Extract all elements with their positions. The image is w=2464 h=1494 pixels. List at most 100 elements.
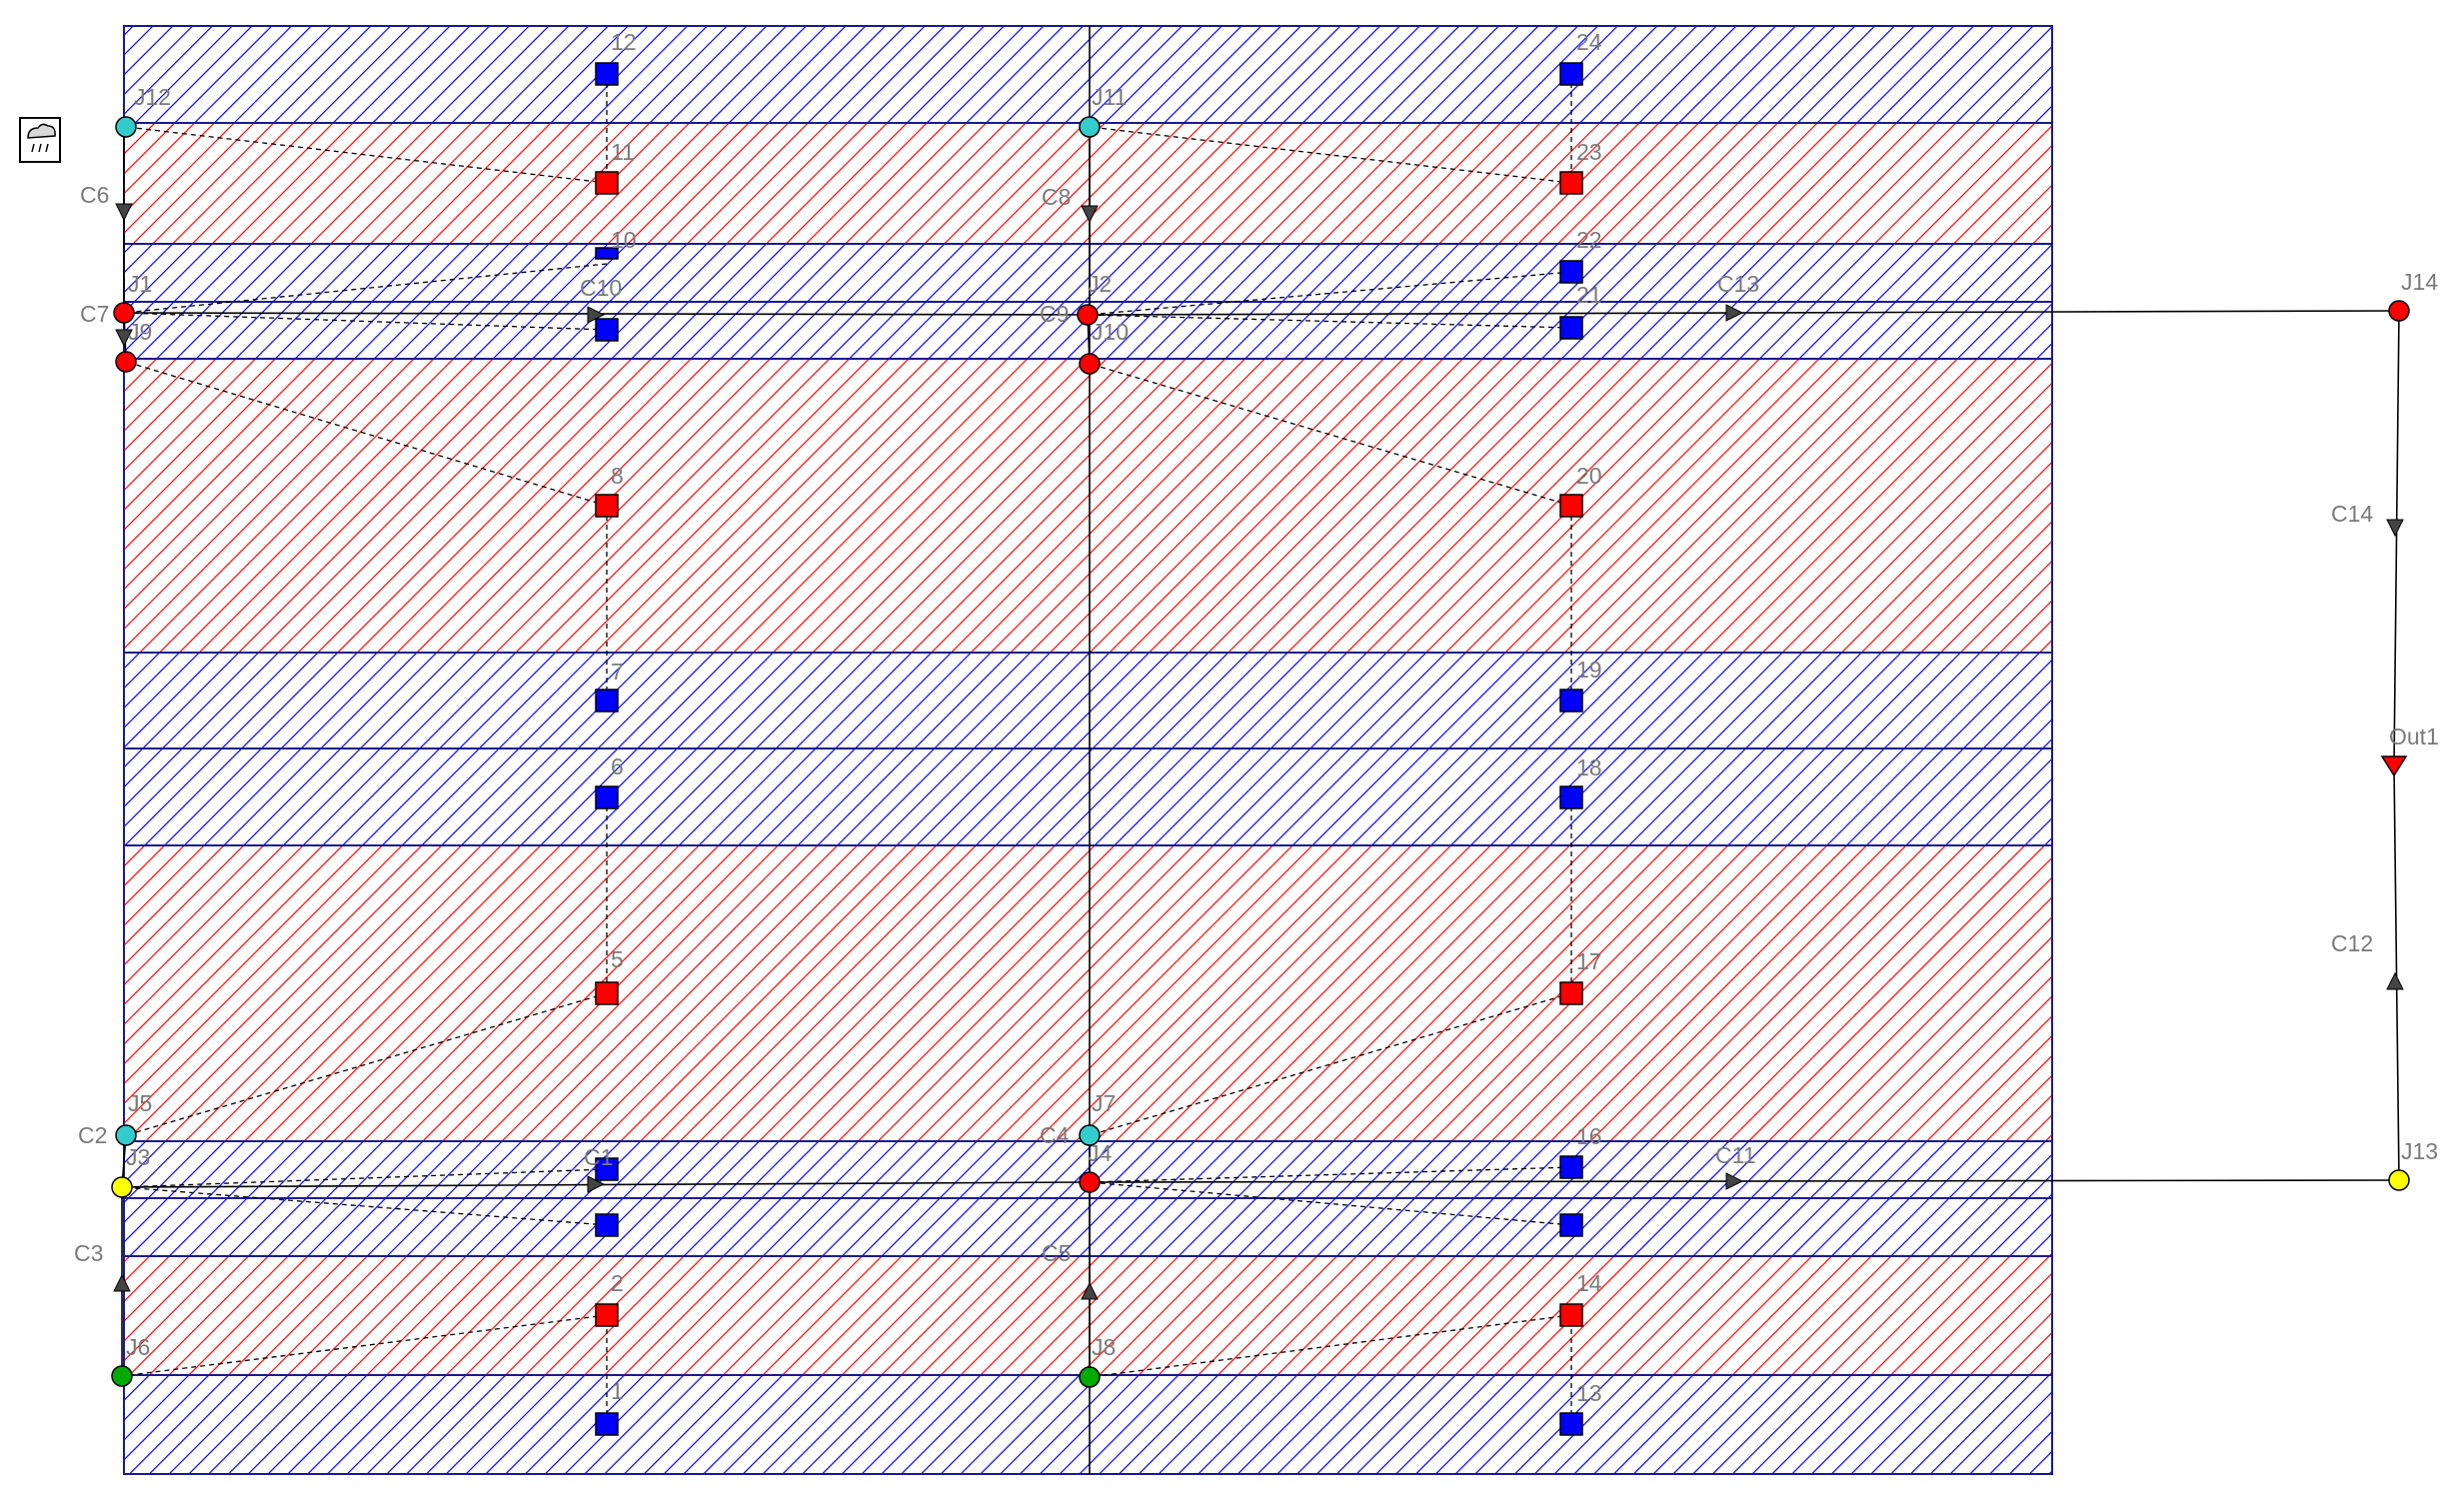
conduit-c14[interactable] xyxy=(2393,310,2400,766)
subcatchment-6-centroid[interactable] xyxy=(595,785,619,809)
subcatchment-5-centroid[interactable] xyxy=(595,981,619,1005)
conduit-c2-label: C2 xyxy=(78,1122,107,1148)
junction-j12[interactable] xyxy=(115,116,137,138)
subcatchment-20-label: 20 xyxy=(1576,463,1602,489)
subcatchment-12-centroid[interactable] xyxy=(595,62,619,86)
subcatchment-outlet-line xyxy=(125,361,608,507)
subcatchment-outlet-line xyxy=(121,1186,608,1226)
conduit-c1[interactable] xyxy=(121,1181,1091,1188)
subcatchment-16-label: 16 xyxy=(1576,1123,1602,1149)
junction-j7[interactable] xyxy=(1079,1124,1101,1146)
pervious-band[interactable] xyxy=(123,25,2053,124)
subcatchment-outlet-line xyxy=(125,992,608,1136)
subcatchment-19-centroid[interactable] xyxy=(1559,689,1583,713)
subcatchment-14-centroid[interactable] xyxy=(1559,1303,1583,1327)
subcatchment-18-label: 18 xyxy=(1576,754,1602,780)
impervious-band[interactable] xyxy=(123,1255,2053,1376)
impervious-band[interactable] xyxy=(123,122,2053,245)
subcatchment-7-centroid[interactable] xyxy=(595,689,619,713)
conduit-c12-label: C12 xyxy=(2331,930,2373,956)
junction-j10[interactable] xyxy=(1079,353,1101,375)
junction-j6[interactable] xyxy=(111,1365,133,1387)
subcatchment-3-centroid[interactable] xyxy=(595,1213,619,1237)
subcatchment-1-centroid[interactable] xyxy=(595,1412,619,1436)
flow-arrow-icon xyxy=(1725,1172,1744,1190)
conduit-c3-label: C3 xyxy=(74,1240,103,1266)
junction-j9[interactable] xyxy=(115,351,137,373)
raingage-icon[interactable] xyxy=(19,117,61,163)
subcatchment-8-label: 8 xyxy=(611,463,624,489)
conduit-c6-label: C6 xyxy=(80,182,109,208)
pervious-band[interactable] xyxy=(123,652,2053,749)
subcatchment-23-centroid[interactable] xyxy=(1559,171,1583,195)
junction-j4-label: J4 xyxy=(1088,1140,1113,1166)
subcatchment-12-label: 12 xyxy=(611,29,637,55)
conduit-c10[interactable] xyxy=(123,312,1089,316)
subcatchment-1-label: 1 xyxy=(611,1378,624,1404)
flow-arrow-icon xyxy=(1725,304,1744,322)
junction-j1[interactable] xyxy=(113,302,135,324)
subcatchment-17-centroid[interactable] xyxy=(1559,981,1583,1005)
conduit-c12[interactable] xyxy=(2393,764,2400,1181)
subcatchment-24-label: 24 xyxy=(1576,29,1602,55)
junction-j6-label: J6 xyxy=(126,1334,150,1360)
junction-j11[interactable] xyxy=(1079,116,1101,138)
subcatchment-10-centroid[interactable] xyxy=(595,247,619,260)
subcatchment-22-centroid[interactable] xyxy=(1559,260,1583,284)
subcatchment-15-centroid[interactable] xyxy=(1559,1213,1583,1237)
subcatchment-9-centroid[interactable] xyxy=(595,318,619,342)
conduit-c11[interactable] xyxy=(1089,1179,2400,1183)
subcatchment-22-label: 22 xyxy=(1576,227,1602,253)
outfall-out1-label: Out1 xyxy=(2389,724,2439,749)
subcatchment-2-centroid[interactable] xyxy=(595,1303,619,1327)
junction-j5[interactable] xyxy=(115,1124,137,1146)
subcatchment-outlet-line xyxy=(121,1314,608,1377)
junction-j3[interactable] xyxy=(111,1176,133,1198)
impervious-band[interactable] xyxy=(123,844,2053,1142)
conduit-c10-label: C10 xyxy=(580,275,622,301)
conduit-c4-label: C4 xyxy=(1040,1122,1070,1148)
junction-j5-label: J5 xyxy=(128,1090,152,1116)
junction-j14[interactable] xyxy=(2388,300,2410,322)
subcatchment-24-centroid[interactable] xyxy=(1559,62,1583,86)
outfall-out1[interactable] xyxy=(2380,755,2408,777)
pervious-band[interactable] xyxy=(123,1197,2053,1257)
pervious-band[interactable] xyxy=(123,747,2053,846)
subcatchment-14-label: 14 xyxy=(1576,1270,1602,1296)
subcatchment-2-label: 2 xyxy=(611,1270,624,1296)
subcatchment-13-centroid[interactable] xyxy=(1559,1412,1583,1436)
subcatchment-20-centroid[interactable] xyxy=(1559,494,1583,518)
subcatchment-6-label: 6 xyxy=(611,753,624,779)
junction-j4[interactable] xyxy=(1079,1171,1101,1193)
subcatchment-11-centroid[interactable] xyxy=(595,171,619,195)
flow-arrow-icon xyxy=(2386,971,2404,990)
junction-j12-label: J12 xyxy=(134,84,171,110)
junction-j14-label: J14 xyxy=(2401,269,2438,295)
impervious-band[interactable] xyxy=(123,358,2053,654)
junction-j7-label: J7 xyxy=(1092,1090,1116,1116)
pervious-band[interactable] xyxy=(123,1374,2053,1475)
subcatchment-18-centroid[interactable] xyxy=(1559,785,1583,809)
subcatchment-outlet-line xyxy=(1089,992,1572,1136)
subcatchment-5-label: 5 xyxy=(611,946,624,972)
junction-j8-label: J8 xyxy=(1092,1334,1116,1360)
subcatchment-outlet-line xyxy=(1089,363,1572,507)
subcatchment-21-centroid[interactable] xyxy=(1559,316,1583,340)
junction-j2[interactable] xyxy=(1077,304,1099,326)
subcatchment-8-centroid[interactable] xyxy=(595,494,619,518)
subcatchment-16-centroid[interactable] xyxy=(1559,1155,1583,1179)
conduit-c1-label: C1 xyxy=(584,1144,613,1170)
junction-j8[interactable] xyxy=(1079,1366,1101,1388)
junction-j3-label: J3 xyxy=(126,1144,150,1170)
subcatchment-17-label: 17 xyxy=(1576,948,1602,974)
subcatchment-4-centroid[interactable] xyxy=(595,1157,619,1181)
pervious-band[interactable] xyxy=(123,243,2053,303)
subcatchment-13-label: 13 xyxy=(1576,1380,1602,1406)
flow-arrow-icon xyxy=(115,203,133,222)
flow-arrow-icon xyxy=(1081,205,1099,224)
subcatchment-21-label: 21 xyxy=(1576,282,1602,308)
junction-j13[interactable] xyxy=(2388,1169,2410,1191)
conduit-c7-label: C7 xyxy=(80,301,109,327)
subcatchment-7-label: 7 xyxy=(611,659,624,685)
